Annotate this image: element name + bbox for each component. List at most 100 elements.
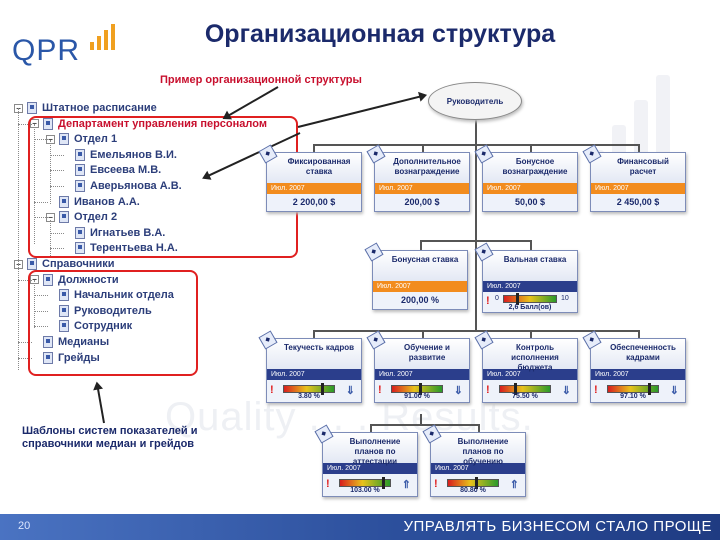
tree-item-label: Терентьева Н.А. xyxy=(90,242,178,255)
card-title: Контроль исполнения бюджета xyxy=(511,343,559,372)
org-unit-icon xyxy=(43,273,53,286)
org-unit-icon xyxy=(59,289,69,302)
card-title: Выполнение планов по обучению xyxy=(457,437,509,466)
tree-item-label: Начальник отдела xyxy=(74,289,174,302)
org-unit-icon xyxy=(75,226,85,239)
performance-gauge: !91.00 %⇓ xyxy=(375,380,469,402)
performance-gauge: !80.80 %⇑ xyxy=(431,474,525,496)
gauge-needle xyxy=(474,477,478,489)
tree-item[interactable]: Грейды xyxy=(30,350,100,366)
card-period: Июл. 2007 xyxy=(483,281,577,292)
org-unit-icon xyxy=(75,180,85,192)
gauge-value: 91.00 % xyxy=(404,393,430,400)
org-unit-icon xyxy=(27,258,37,270)
compensation-card[interactable]: ◆ Бонусное вознаграждение Июл. 2007 50,00… xyxy=(474,144,578,212)
tree-item[interactable]: Евсеева М.В. xyxy=(62,162,161,178)
gauge-needle xyxy=(647,383,651,395)
alert-icon: ! xyxy=(378,384,382,396)
tree-item-label: Сотрудник xyxy=(74,320,133,333)
gauge-value: 97.10 % xyxy=(620,393,646,400)
tree-item[interactable]: Аверьянова А.В. xyxy=(62,178,182,194)
org-unit-icon xyxy=(75,242,85,255)
org-unit-icon xyxy=(59,304,69,317)
tree-item[interactable]: Руководитель xyxy=(46,303,152,319)
org-root-node[interactable]: Руководитель xyxy=(428,82,522,120)
compensation-card[interactable]: ◆Финансовый расчет Июл. 2007 2 450,00 $ xyxy=(582,144,686,212)
alert-icon: ! xyxy=(594,384,598,396)
tree-item-label: Штатное расписание xyxy=(42,102,157,114)
card-period: Июл. 2007 xyxy=(375,183,469,194)
org-unit-icon xyxy=(75,148,85,161)
tree-item[interactable]: Игнатьев В.А. xyxy=(62,225,165,241)
gauge-gradient xyxy=(283,385,335,393)
card-title: Вальная ставка xyxy=(503,255,567,264)
org-unit-icon xyxy=(27,102,37,114)
org-unit-icon xyxy=(43,336,53,348)
card-title: Обучение и развитие xyxy=(404,343,450,362)
card-value: 2 200,00 $ xyxy=(267,194,361,211)
gauge-needle xyxy=(321,383,324,395)
performance-gauge: !97.10 %⇓ xyxy=(591,380,685,402)
page-number: 20 xyxy=(18,520,31,532)
alert-icon: ! xyxy=(434,478,438,490)
tree-item-label: Емельянов В.И. xyxy=(90,148,177,161)
tree-item[interactable]: Емельянов В.И. xyxy=(62,147,177,163)
example-label: Пример организационной структуры xyxy=(160,74,362,86)
tree-item-label: Должности xyxy=(58,273,119,286)
performance-gauge: !75.50 %⇓ xyxy=(483,380,577,402)
metric-icon: ◆ xyxy=(474,144,494,164)
compensation-card[interactable]: ◆Фиксированная ставка Июл. 2007 2 200,00… xyxy=(258,144,362,212)
metric-icon: ◆ xyxy=(366,330,386,350)
tree-item[interactable]: Начальник отдела xyxy=(46,287,174,303)
card-title: Выполнение планов по аттестации xyxy=(349,437,401,466)
gauge-needle xyxy=(382,477,386,489)
tree-item[interactable]: Терентьева Н.А. xyxy=(62,240,178,256)
card-period: Июл. 2007 xyxy=(591,183,685,194)
metric-icon: ◆ xyxy=(582,330,602,350)
page-title: Организационная структура xyxy=(204,20,556,48)
card-period: Июл. 2007 xyxy=(483,183,577,194)
card-title: Дополнительное вознаграждение xyxy=(393,157,461,176)
tree-item[interactable]: Медианы xyxy=(30,334,109,350)
gauge-value: 3.80 % xyxy=(298,393,320,400)
card-title: Бонусное вознаграждение xyxy=(502,157,568,176)
tree-item[interactable]: −Штатное расписание xyxy=(14,100,157,116)
gauge-gradient xyxy=(499,385,551,393)
card-period: Июл. 2007 xyxy=(267,183,361,194)
trend-arrow-icon: ⇓ xyxy=(345,385,355,397)
tree-item-label: Иванов А.А. xyxy=(74,195,140,208)
tree-item-label: Евсеева М.В. xyxy=(90,164,162,177)
tree-item-label: Справочники xyxy=(42,258,115,270)
tree-item[interactable]: Сотрудник xyxy=(46,318,132,334)
compensation-card[interactable]: ◆Дополнительное вознаграждение Июл. 2007… xyxy=(366,144,470,212)
trend-arrow-icon: ⇑ xyxy=(401,479,411,491)
logo-bars-icon xyxy=(90,20,120,50)
gauge-value: 80.80 % xyxy=(460,487,486,494)
gauge-max: 10 xyxy=(561,295,569,302)
org-unit-icon xyxy=(43,351,53,364)
scale-rate-card[interactable]: ◆Вальная ставка Июл. 2007 ! 0 10 2,6 Бал… xyxy=(474,242,578,313)
gauge-min: 0 xyxy=(495,295,499,302)
bonus-rate-card[interactable]: ◆Бонусная ставка Июл. 2007 200,00 % xyxy=(364,242,468,310)
performance-gauge: !3.80 %⇓ xyxy=(267,380,361,402)
org-unit-icon xyxy=(59,320,69,333)
org-unit-icon xyxy=(59,195,69,208)
gauge-value: 75.50 % xyxy=(512,393,538,400)
card-period: Июл. 2007 xyxy=(267,369,361,380)
alert-icon: ! xyxy=(486,295,490,307)
card-value: 200,00 % xyxy=(373,292,467,309)
card-title: Фиксированная ставка xyxy=(287,157,351,176)
org-unit-icon xyxy=(59,133,69,146)
alert-icon: ! xyxy=(486,384,490,396)
tree-item[interactable]: Иванов А.А. xyxy=(46,194,140,210)
card-value: 50,00 $ xyxy=(483,194,577,211)
org-unit-icon xyxy=(59,211,69,224)
card-title: Бонусная ставка xyxy=(391,255,459,264)
org-unit-icon xyxy=(43,117,53,130)
